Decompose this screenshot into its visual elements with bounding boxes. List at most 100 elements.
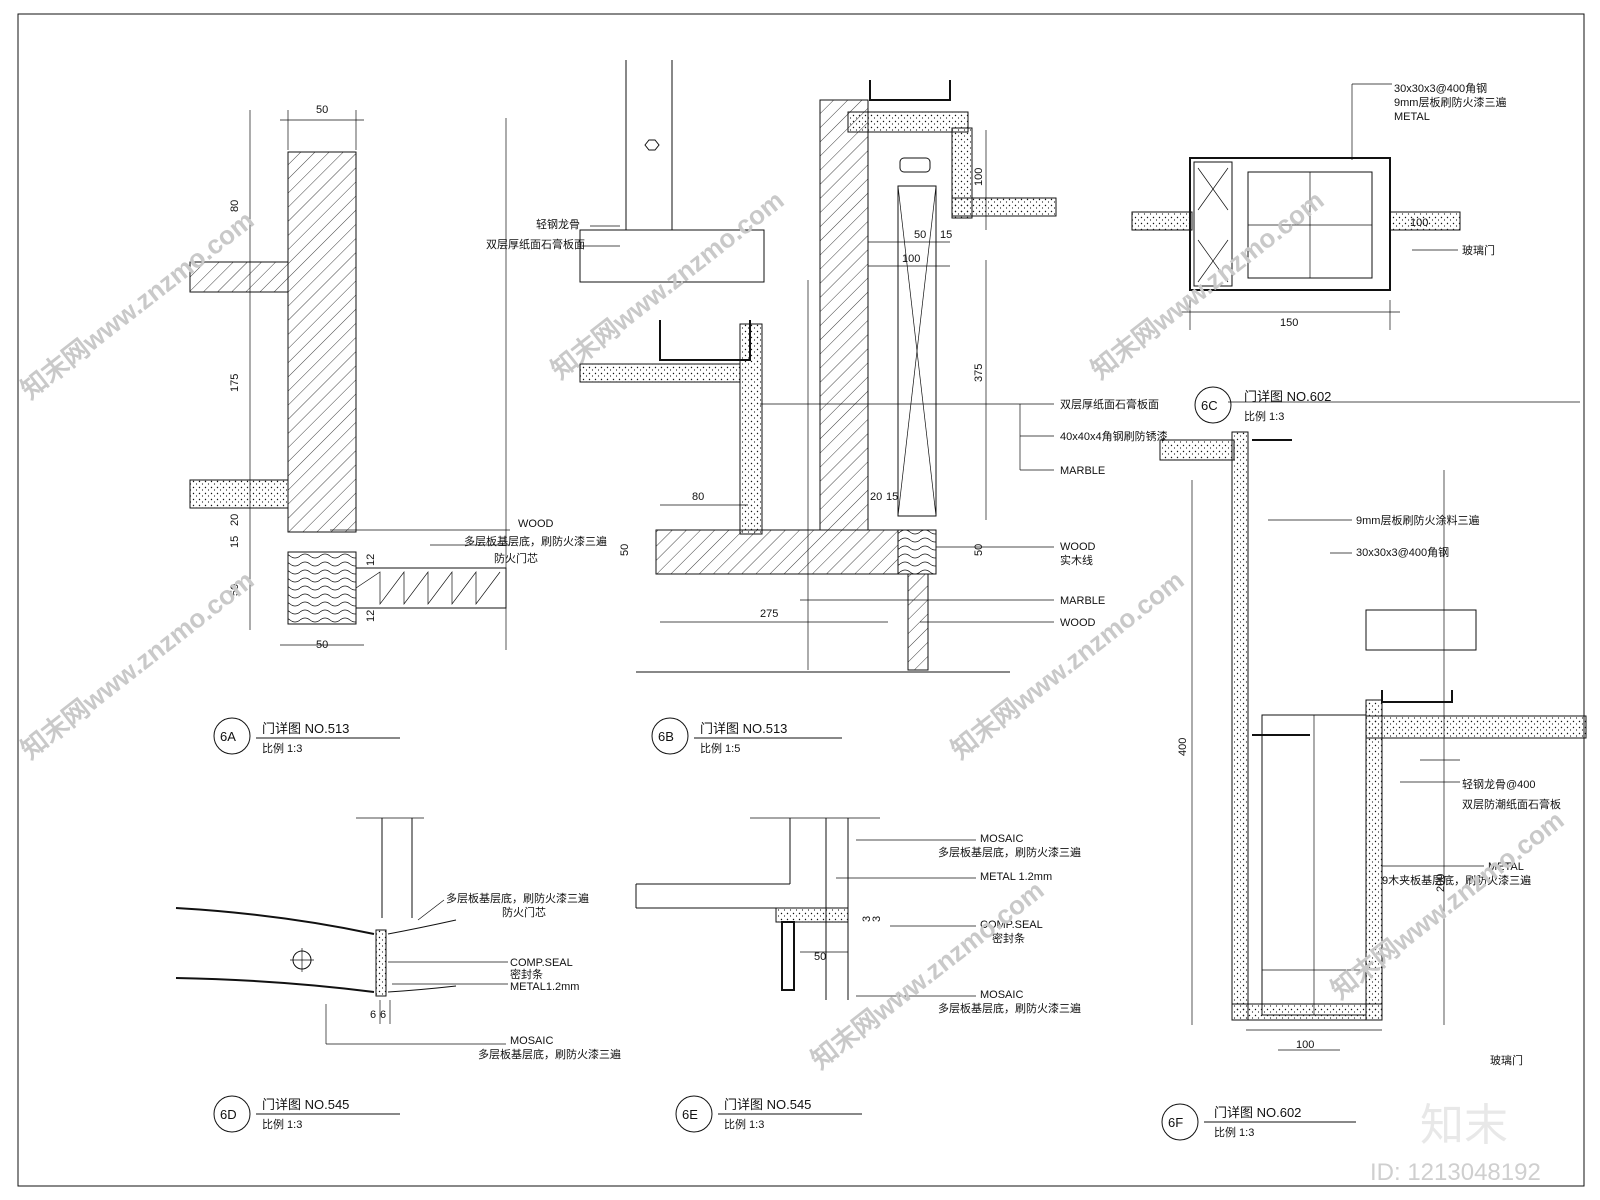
label-6e-seal: COMP.SEAL (980, 919, 1043, 931)
dim-6a-12a: 12 (365, 554, 377, 566)
title-6c: 门详图 NO.602 (1244, 389, 1331, 404)
dim-6b-50-right: 50 (973, 544, 985, 556)
label-6b-board-left: 双层厚纸面石膏板面 (486, 237, 585, 251)
label-6e-base-bot: 多层板基层底，刷防火漆三遍 (938, 1001, 1081, 1015)
dim-6c-100: 100 (1410, 217, 1428, 229)
watermark-text: 知末网www.znzmo.com (1085, 185, 1329, 385)
lining-6b (739, 323, 763, 535)
label-6d-seal-cn: 密封条 (510, 967, 543, 981)
title-6a: 门详图 NO.513 (262, 721, 349, 736)
detail-6d: 6 6 多层板基层底，刷防火漆三遍 防火门芯 COMP.SEAL 密封条 MET… (175, 817, 621, 1061)
detail-6f: 400 200 100 9mm层板刷防火涂料三遍 30x30x3@400角钢 轻… (1159, 401, 1587, 1067)
dim-6e-50: 50 (814, 951, 826, 963)
door-core-6a (355, 567, 507, 609)
dim-6b-80: 80 (692, 491, 704, 503)
title-6b: 门详图 NO.513 (700, 721, 787, 736)
tag-6a: 6A (220, 729, 236, 744)
dim-6b-20: 20 (870, 491, 882, 503)
dim-6a-top: 50 (316, 104, 328, 116)
dim-6f-400: 400 (1177, 738, 1189, 756)
detail-6e: 50 3 3 MOSAIC 多层板基层底，刷防火漆三遍 METAL 1.2mm … (635, 817, 1081, 1015)
detail-6a: 50 80 175 20 15 50 12 12 50 WOOD 多层板基层底，… (189, 104, 607, 651)
seal-6e (775, 907, 849, 923)
dim-6c-150: 150 (1280, 317, 1298, 329)
dim-6f-200: 200 (1435, 874, 1447, 892)
sill-6f (1231, 1003, 1383, 1021)
brand-logo: 知末 (1420, 1101, 1508, 1150)
dim-6a-bottom: 50 (316, 639, 328, 651)
marble-sill-6b (655, 529, 899, 575)
tag-6c: 6C (1201, 398, 1218, 413)
detail-6b: 100 50 15 100 375 80 20 15 50 50 275 轻钢龙… (486, 60, 1168, 673)
tag-6b: 6B (658, 729, 674, 744)
label-6b-marble-top: MARBLE (1060, 465, 1105, 477)
label-6e-seal-cn: 密封条 (992, 931, 1025, 945)
dim-6d-b: 6 (380, 1009, 386, 1021)
scale-6e: 比例 1:3 (724, 1117, 764, 1131)
dim-6b-275: 275 (760, 608, 778, 620)
head-6f (1159, 439, 1235, 461)
title-block-6e: 6E 门详图 NO.545 比例 1:3 (675, 1095, 862, 1133)
title-6f: 门详图 NO.602 (1214, 1105, 1301, 1120)
dim-6a-12b: 12 (365, 610, 377, 622)
label-6f-base: 9木夹板基层底，刷防火漆三遍 (1382, 873, 1531, 887)
label-6b-stud: 轻钢龙骨 (536, 217, 580, 231)
head-board-6b (951, 127, 973, 219)
label-6f-ply: 9mm层板刷防火涂料三遍 (1356, 513, 1479, 527)
scale-6b: 比例 1:5 (700, 741, 740, 755)
stud-6a (189, 261, 289, 293)
label-6c-angle: 30x30x3@400角钢 (1394, 82, 1487, 95)
title-block-6d: 6D 门详图 NO.545 比例 1:3 (213, 1095, 400, 1133)
dim-6b-375: 375 (973, 364, 985, 382)
watermark-layer: 知末网www.znzmo.com 知末网www.znzmo.com 知末网www… (15, 185, 1569, 1186)
label-6c-glass: 玻璃门 (1462, 243, 1495, 257)
dim-6b-100: 100 (902, 253, 920, 265)
label-6f-stud: 轻钢龙骨@400 (1462, 777, 1536, 791)
detail-6c: 150 100 30x30x3@400角钢 9mm层板刷防火漆三遍 METAL … (1131, 82, 1506, 330)
label-6d-seal: COMP.SEAL (510, 957, 573, 969)
dim-6a-50: 50 (229, 584, 241, 596)
label-6f-gypsum: 双层防潮纸面石膏板 (1462, 797, 1561, 811)
scale-6f: 比例 1:3 (1214, 1125, 1254, 1139)
watermark-text: 知末网www.znzmo.com (805, 875, 1049, 1075)
image-id: ID: 1213048192 (1370, 1159, 1541, 1186)
title-block-6c: 6C 门详图 NO.602 比例 1:3 (1194, 386, 1331, 424)
label-6b-wood-bottom: WOOD (1060, 617, 1095, 629)
label-6f-metal: METAL (1488, 861, 1524, 873)
label-6f-angle: 30x30x3@400角钢 (1356, 546, 1449, 559)
dim-6b-50: 50 (914, 229, 926, 241)
label-6d-metal: METAL1.2mm (510, 981, 579, 993)
dim-6e-3b: 3 (871, 916, 883, 922)
label-6f-glass: 玻璃门 (1490, 1053, 1523, 1067)
label-6e-mosaic-bot: MOSAIC (980, 989, 1023, 1001)
dim-6b-50-left: 50 (619, 544, 631, 556)
label-6d-mosaic: MOSAIC (510, 1035, 553, 1047)
label-6d-base-2: 多层板基层底，刷防火漆三遍 (478, 1047, 621, 1061)
dim-6b-100-right: 100 (973, 168, 985, 186)
left-jamb-6f (1231, 431, 1249, 1021)
watermark-text: 知末网www.znzmo.com (1325, 805, 1569, 1005)
label-6e-mosaic-top: MOSAIC (980, 833, 1023, 845)
frame-6c-post (1193, 161, 1233, 287)
dim-6d-a: 6 (370, 1009, 376, 1021)
ceiling-board-6b (579, 363, 741, 383)
dim-6a-20: 20 (229, 514, 241, 526)
tag-6e: 6E (682, 1107, 698, 1122)
label-6d-core: 防火门芯 (502, 905, 546, 919)
wood-frame-6a (287, 551, 357, 625)
scale-6a: 比例 1:3 (262, 741, 302, 755)
scale-6c: 比例 1:3 (1244, 409, 1284, 423)
board-6a (189, 479, 289, 509)
wood-sill-6b (897, 529, 937, 575)
label-6b-marble: MARBLE (1060, 595, 1105, 607)
seal-6d (375, 929, 387, 997)
label-6a-core: 防火门芯 (494, 551, 538, 565)
ceiling-6f (1365, 715, 1587, 739)
dim-6f-100: 100 (1296, 1039, 1314, 1051)
label-6e-metal: METAL 1.2mm (980, 871, 1052, 883)
stud-6b (579, 229, 765, 283)
dim-6a-15: 15 (229, 536, 241, 548)
label-6d-base: 多层板基层底，刷防火漆三遍 (446, 891, 589, 905)
label-6c-ply: 9mm层板刷防火漆三遍 (1394, 95, 1506, 109)
